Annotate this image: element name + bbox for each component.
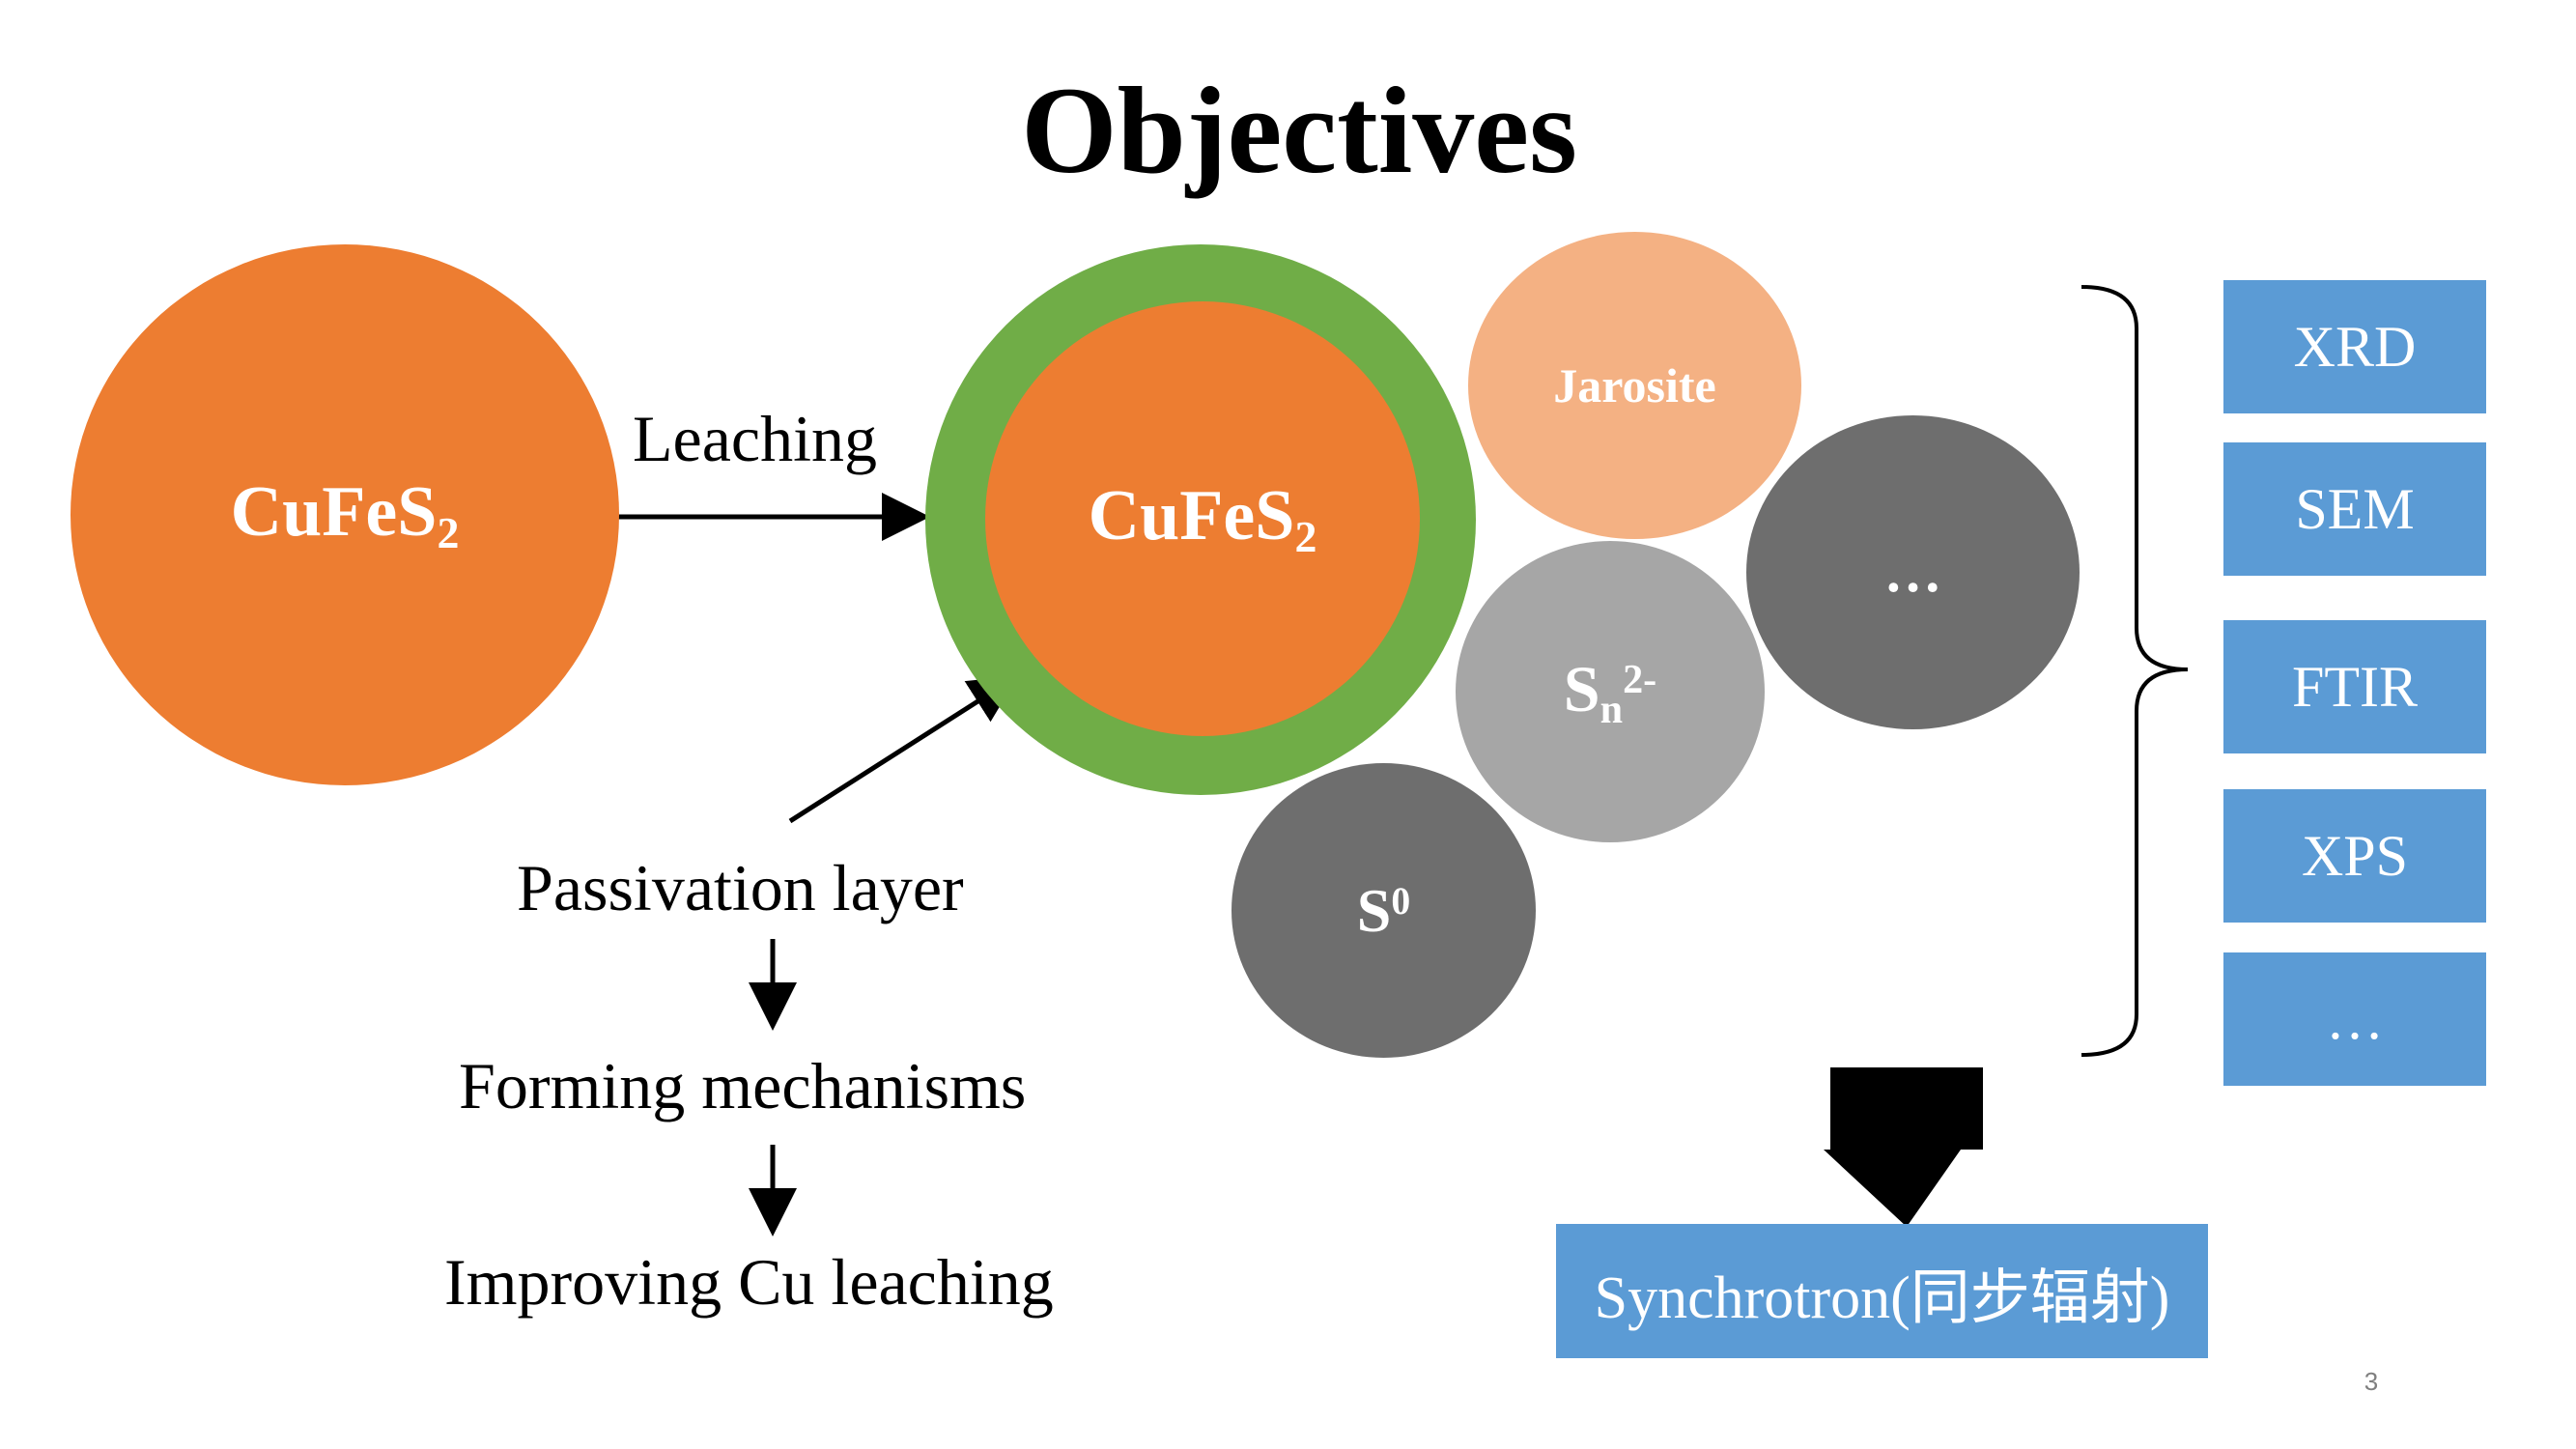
passivation-layer-label: Passivation layer [517,851,964,924]
technique-box-xrd: XRD [2223,280,2486,413]
other-products-label: … [1883,540,1942,604]
jarosite-circle: Jarosite [1468,232,1801,539]
down-block-arrow [1763,1067,1983,1227]
polysulfide-circle: Sn2- [1456,541,1765,842]
other-products-circle: … [1746,415,2080,729]
polysulfide-label: Sn2- [1563,651,1657,732]
technique-box-more: … [2223,952,2486,1086]
technique-box-sem: SEM [2223,442,2486,576]
page-title: Objectives [1021,61,1577,199]
elemental-sulfur-label: S0 [1356,875,1411,945]
page-number: 3 [2364,1366,2379,1396]
technique-box-ftir: FTIR [2223,620,2486,753]
synchrotron-box: Synchrotron(同步辐射) [1556,1224,2208,1358]
leaching-label: Leaching [633,402,877,475]
forming-mechanisms-label: Forming mechanisms [459,1049,1027,1122]
leached-core-label: CuFeS2 [1088,476,1317,561]
improving-leaching-label: Improving Cu leaching [444,1245,1054,1319]
right-brace [2081,285,2189,1057]
technique-box-xps: XPS [2223,789,2486,923]
chalcopyrite-label: CuFeS2 [230,472,460,557]
elemental-sulfur-circle: S0 [1231,763,1536,1058]
passivation-pointer-arrow [788,675,1019,824]
jarosite-label: Jarosite [1553,358,1716,412]
chalcopyrite-circle: CuFeS2 [71,244,619,785]
leached-core-circle: CuFeS2 [985,301,1420,736]
